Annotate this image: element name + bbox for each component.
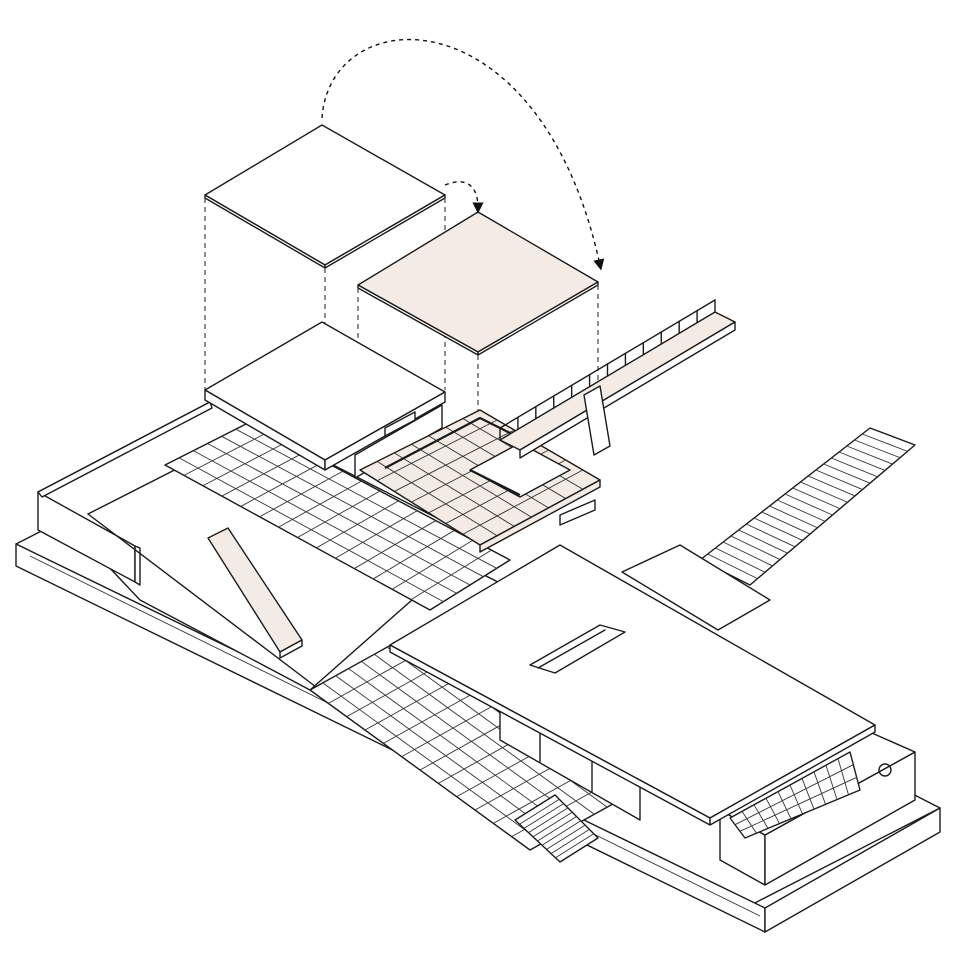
transfer-arrows <box>321 38 605 271</box>
arrow-small <box>444 181 484 214</box>
paved-terrace <box>164 421 621 851</box>
bridge-pier <box>583 385 611 456</box>
bridge-walkway <box>499 299 736 459</box>
arrow-large <box>321 38 605 271</box>
circulation-structure <box>359 409 601 553</box>
rear-stairs <box>699 427 916 586</box>
annex-roof <box>621 544 771 631</box>
bridge-deck <box>499 311 736 451</box>
tinted-roof-top <box>357 211 599 353</box>
courtyard-wall-back <box>37 401 213 498</box>
stair-rear-run <box>699 427 916 586</box>
tinted-roof-box <box>357 211 599 450</box>
stair-front <box>514 794 599 863</box>
middle-slab <box>204 321 446 479</box>
sculpture-marker <box>878 763 892 777</box>
roof-skylight <box>529 624 626 674</box>
plinth-side-face <box>764 807 941 933</box>
main-roof-slab <box>389 544 876 826</box>
front-stairs <box>514 794 599 863</box>
left-courtyard <box>37 401 481 691</box>
upper-roof-top <box>204 124 446 266</box>
lower-volume <box>499 689 916 886</box>
upper-roof-box <box>204 124 446 460</box>
